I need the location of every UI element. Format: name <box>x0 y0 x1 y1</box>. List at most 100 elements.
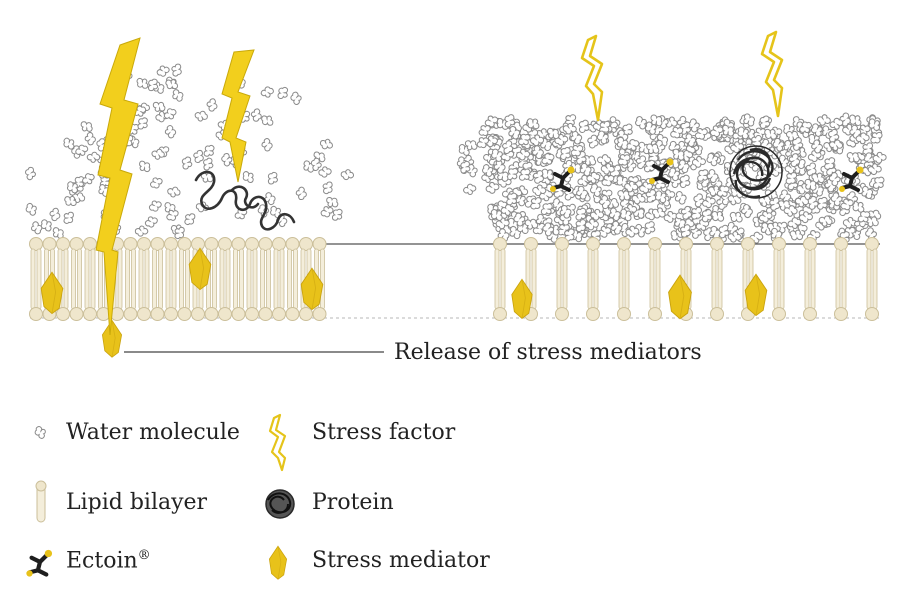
lipid-molecule <box>258 237 273 321</box>
legend-protein-icon <box>265 489 295 519</box>
right-water-layer <box>456 110 888 246</box>
water-molecule <box>163 124 178 140</box>
water-molecule <box>30 221 43 235</box>
water-molecule <box>81 172 96 185</box>
lipid-molecule <box>29 237 43 321</box>
lipid-molecule <box>285 237 300 321</box>
left-protein-unfolded <box>194 170 296 231</box>
lipid-molecule <box>834 237 848 321</box>
lipid-molecule <box>164 237 178 321</box>
right-protein-folded <box>729 145 783 199</box>
water-molecule <box>860 185 874 200</box>
water-molecule <box>264 169 281 187</box>
water-molecule <box>134 75 151 92</box>
lipid-molecule <box>493 237 507 321</box>
released-stress-mediator <box>102 319 122 358</box>
water-molecule <box>171 88 185 103</box>
water-molecule <box>259 137 275 153</box>
water-molecule <box>133 223 150 239</box>
stress-factor-bolt-right-2 <box>760 30 784 118</box>
lipid-molecule <box>710 237 724 321</box>
lipid-molecule <box>218 237 232 321</box>
water-molecule <box>47 206 64 223</box>
legend-mediator-label: Stress mediator <box>312 548 490 573</box>
water-molecule <box>475 135 491 150</box>
lipid-molecule <box>648 237 662 321</box>
water-molecule <box>589 183 602 198</box>
water-molecule <box>634 115 648 130</box>
water-molecule <box>193 107 210 124</box>
water-molecule <box>260 85 275 99</box>
right-membrane-mediators <box>511 273 768 320</box>
legend-ectoin-text: Ectoin <box>66 548 138 574</box>
lipid-molecule <box>272 237 286 321</box>
lipid-molecule <box>803 237 817 321</box>
water-molecule <box>200 143 218 159</box>
lipid-molecule <box>555 237 569 321</box>
release-stress-mediators-label: Release of stress mediators <box>394 340 702 365</box>
water-molecule <box>181 211 198 227</box>
lipid-molecule <box>617 237 631 321</box>
lipid-molecule <box>586 237 600 321</box>
water-molecule <box>319 179 337 197</box>
water-molecule <box>339 166 356 183</box>
water-molecule <box>241 169 256 185</box>
stress-factor-bolt-small <box>221 49 255 183</box>
lipid-molecule <box>865 237 879 321</box>
legend-stress-factor-label: Stress factor <box>312 420 456 445</box>
water-molecule <box>462 182 477 196</box>
lipid-molecule <box>150 237 165 321</box>
lipid-molecule <box>69 237 84 321</box>
water-molecule <box>83 131 98 147</box>
water-molecule <box>219 151 234 168</box>
water-molecule <box>25 202 38 216</box>
water-molecule <box>274 85 291 101</box>
water-molecule <box>148 200 162 212</box>
water-molecule <box>178 154 196 172</box>
water-molecule <box>204 96 221 114</box>
legend-lipid-label: Lipid bilayer <box>66 490 208 515</box>
legend-stress-mediator-icon <box>268 545 288 580</box>
water-molecule <box>60 209 77 226</box>
legend-ectoin-icon <box>26 550 52 577</box>
legend-stress-factor-icon <box>268 413 287 472</box>
lipid-molecule <box>772 237 786 321</box>
legend-protein-label: Protein <box>312 490 394 515</box>
water-molecule <box>78 118 95 135</box>
water-molecule <box>137 158 153 175</box>
water-molecule <box>163 107 177 120</box>
lipid-molecule <box>123 237 138 321</box>
water-molecule <box>289 90 303 106</box>
left-lipid-bilayer <box>29 237 327 321</box>
registered-mark: ® <box>137 548 151 563</box>
lipid-molecule <box>245 237 259 321</box>
lipid-molecule <box>137 237 151 321</box>
stress-factor-bolt-large <box>95 37 141 336</box>
water-molecule <box>320 206 334 218</box>
water-molecule <box>485 181 500 195</box>
lipid-molecule <box>177 237 192 321</box>
water-molecule <box>39 218 53 233</box>
legend-water-label: Water molecule <box>66 420 240 445</box>
water-molecule <box>569 130 583 145</box>
water-molecule <box>168 61 186 79</box>
legend-ectoin-label: Ectoin® <box>66 548 151 573</box>
water-molecule <box>150 98 168 115</box>
legend-lipid-icon <box>35 480 47 523</box>
water-molecule <box>156 65 170 77</box>
left-water-cloud <box>22 61 356 241</box>
water-molecule <box>259 112 276 129</box>
water-molecule <box>674 190 687 205</box>
legend-water-icon <box>34 426 46 439</box>
water-molecule <box>144 216 158 228</box>
water-molecule <box>149 176 164 190</box>
stress-factor-bolts <box>95 30 784 336</box>
water-molecule <box>293 185 310 202</box>
stress-factor-bolt-right-1 <box>580 34 604 122</box>
lipid-molecule <box>83 237 97 321</box>
water-molecule <box>22 165 39 182</box>
water-molecule <box>165 183 183 200</box>
water-molecule <box>318 136 335 153</box>
water-molecule <box>625 138 640 151</box>
